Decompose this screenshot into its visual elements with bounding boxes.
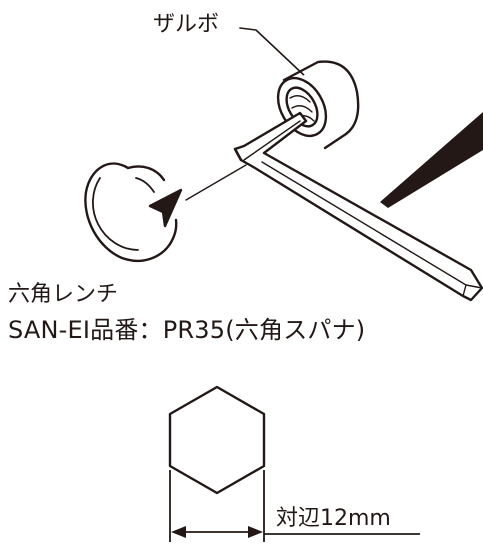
zarubo-leader-line [239,27,308,79]
tool-name-label: 六角レンチ [8,282,119,307]
zarubo-nut [276,60,360,150]
zarubo-label: ザルボ [153,12,220,37]
dimension-arrowheads [171,526,263,538]
dimension-lines [169,470,420,542]
part-number-label: SAN-EI品番：PR35(六角スパナ) [8,316,366,344]
hexagon-cross-section [168,385,266,495]
rotation-arrow-icon [84,162,183,263]
pointer-wedge [380,112,483,208]
rotation-leader-line [185,164,247,201]
hex-wrench [233,111,483,302]
hex-dimension-label: 対辺12mm [276,506,391,531]
